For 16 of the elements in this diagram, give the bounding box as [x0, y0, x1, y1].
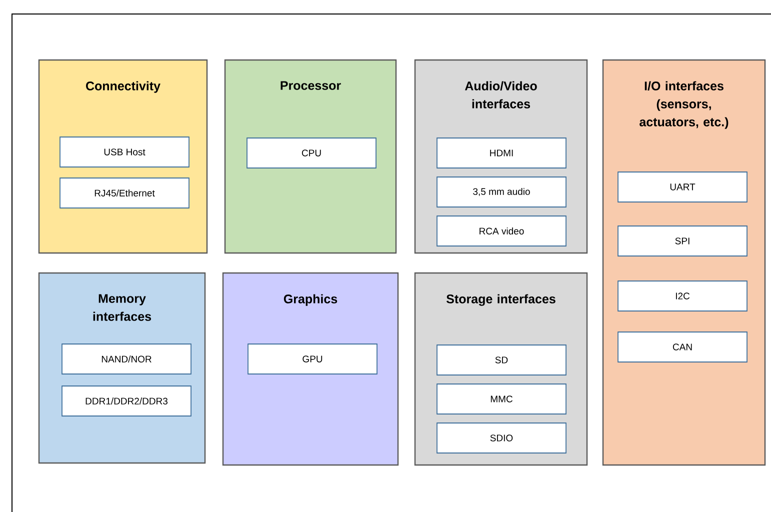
- interface-box: USB Host: [60, 136, 190, 168]
- interface-box: RCA video: [436, 216, 566, 246]
- interface-box: NAND/NOR: [62, 344, 192, 374]
- interface-box: SD: [436, 344, 566, 376]
- interface-box: CAN: [618, 332, 748, 362]
- interface-box: CPU: [246, 138, 376, 168]
- interface-box: RJ45/Ethernet: [60, 178, 190, 208]
- interface-box: MMC: [436, 384, 566, 414]
- interface-box: DDR1/DDR2/DDR3: [62, 386, 192, 416]
- interface-box: HDMI: [436, 138, 566, 168]
- interface-box: SPI: [618, 226, 748, 256]
- interface-box: I2C: [618, 280, 748, 312]
- interface-box: 3,5 mm audio: [436, 176, 566, 208]
- interface-box: GPU: [248, 344, 378, 374]
- interface-box: SDIO: [436, 422, 566, 454]
- interface-box: UART: [618, 172, 748, 202]
